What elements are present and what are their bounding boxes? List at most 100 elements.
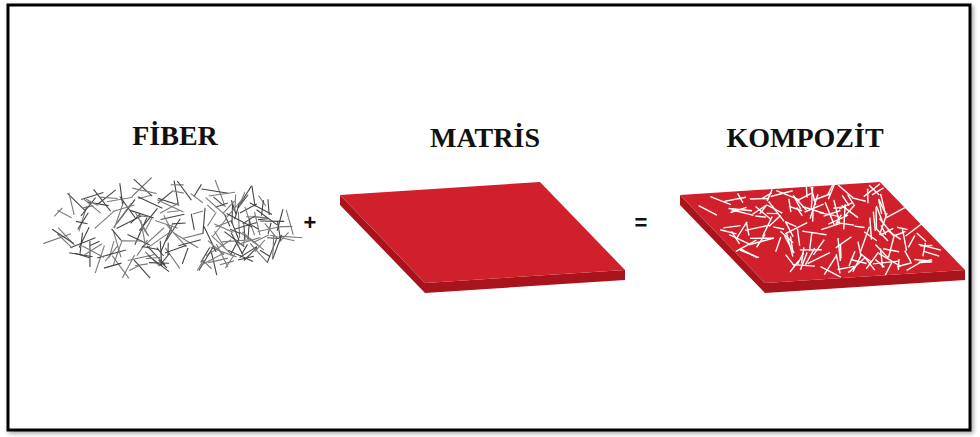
fiber — [69, 193, 74, 215]
fiber — [95, 211, 115, 228]
fiber — [776, 191, 800, 200]
fiber — [810, 194, 818, 218]
fiber — [897, 263, 912, 267]
fiber — [746, 222, 749, 235]
fiber — [238, 256, 254, 260]
fiber — [724, 197, 746, 201]
fiber — [231, 220, 239, 239]
fiber — [223, 201, 235, 214]
matrix-slab — [340, 182, 625, 293]
fiber — [135, 264, 148, 266]
fiber — [88, 202, 109, 206]
fiber — [750, 198, 769, 200]
fiber — [793, 265, 815, 267]
fiber — [238, 238, 260, 245]
fiber — [881, 248, 883, 267]
fiber — [227, 213, 253, 227]
fiber — [851, 260, 867, 264]
fiber — [260, 250, 270, 256]
fiber — [54, 208, 62, 216]
fiber — [267, 239, 276, 262]
fiber — [238, 212, 239, 238]
fiber — [248, 219, 250, 240]
fiber — [113, 231, 121, 258]
fiber — [191, 193, 203, 202]
fiber — [861, 227, 870, 251]
fiber — [121, 240, 142, 241]
fiber — [279, 236, 302, 238]
fiber — [225, 253, 235, 268]
fiber — [134, 260, 150, 278]
fiber — [919, 244, 941, 250]
fiber — [821, 267, 841, 277]
fiber — [104, 263, 122, 268]
fiber — [209, 192, 235, 196]
fiber — [193, 211, 203, 214]
fiber — [840, 245, 842, 259]
fiber — [917, 233, 926, 242]
fiber — [117, 216, 142, 229]
fiber — [757, 234, 766, 247]
fiber — [797, 208, 803, 216]
fiber — [134, 179, 153, 196]
fiber — [728, 208, 752, 210]
component-heading: FİBER — [132, 119, 218, 153]
component-heading: MATRİS — [430, 121, 540, 155]
fiber — [132, 178, 152, 197]
fiber — [129, 266, 139, 271]
fiber — [78, 213, 89, 229]
fiber — [157, 200, 183, 212]
fiber — [204, 227, 216, 252]
embedded-fibers — [699, 183, 941, 278]
fiber — [138, 197, 163, 209]
fiber — [213, 219, 226, 236]
fiber — [755, 216, 766, 217]
fiber — [80, 233, 83, 255]
fiber — [109, 241, 114, 258]
fiber — [183, 233, 204, 238]
fiber — [203, 208, 205, 234]
fiber — [776, 237, 781, 252]
fiber — [213, 197, 223, 206]
fiber — [177, 181, 191, 200]
fiber — [278, 232, 289, 243]
fiber — [797, 229, 799, 246]
fiber — [182, 248, 188, 264]
fiber — [876, 229, 888, 241]
fiber — [752, 205, 766, 214]
fiber — [69, 253, 92, 257]
fiber — [797, 253, 803, 265]
fiber — [876, 206, 882, 222]
fiber — [258, 218, 268, 220]
fiber — [90, 241, 99, 245]
fiber — [120, 183, 123, 204]
fiber — [905, 251, 911, 262]
fiber — [854, 226, 864, 227]
fiber — [872, 188, 883, 195]
fiber — [785, 222, 793, 237]
fiber — [149, 262, 169, 264]
fiber — [255, 212, 260, 235]
fiber — [895, 231, 905, 235]
fiber — [867, 189, 869, 203]
fiber — [112, 256, 129, 279]
fiber — [95, 245, 104, 273]
fiber — [173, 222, 186, 224]
fiber — [834, 200, 840, 225]
fiber — [137, 240, 148, 256]
fiber — [130, 210, 154, 218]
fiber — [89, 241, 90, 267]
fiber — [268, 199, 269, 215]
fiber — [873, 212, 875, 231]
fiber — [277, 209, 283, 231]
fiber — [767, 205, 782, 213]
fiber-cloud — [43, 178, 302, 279]
operator-sign: = — [635, 212, 648, 234]
fiber — [142, 247, 158, 250]
fiber — [85, 244, 102, 255]
fiber — [194, 184, 201, 196]
fiber — [146, 257, 161, 259]
fiber — [191, 214, 194, 230]
fiber — [723, 226, 740, 228]
